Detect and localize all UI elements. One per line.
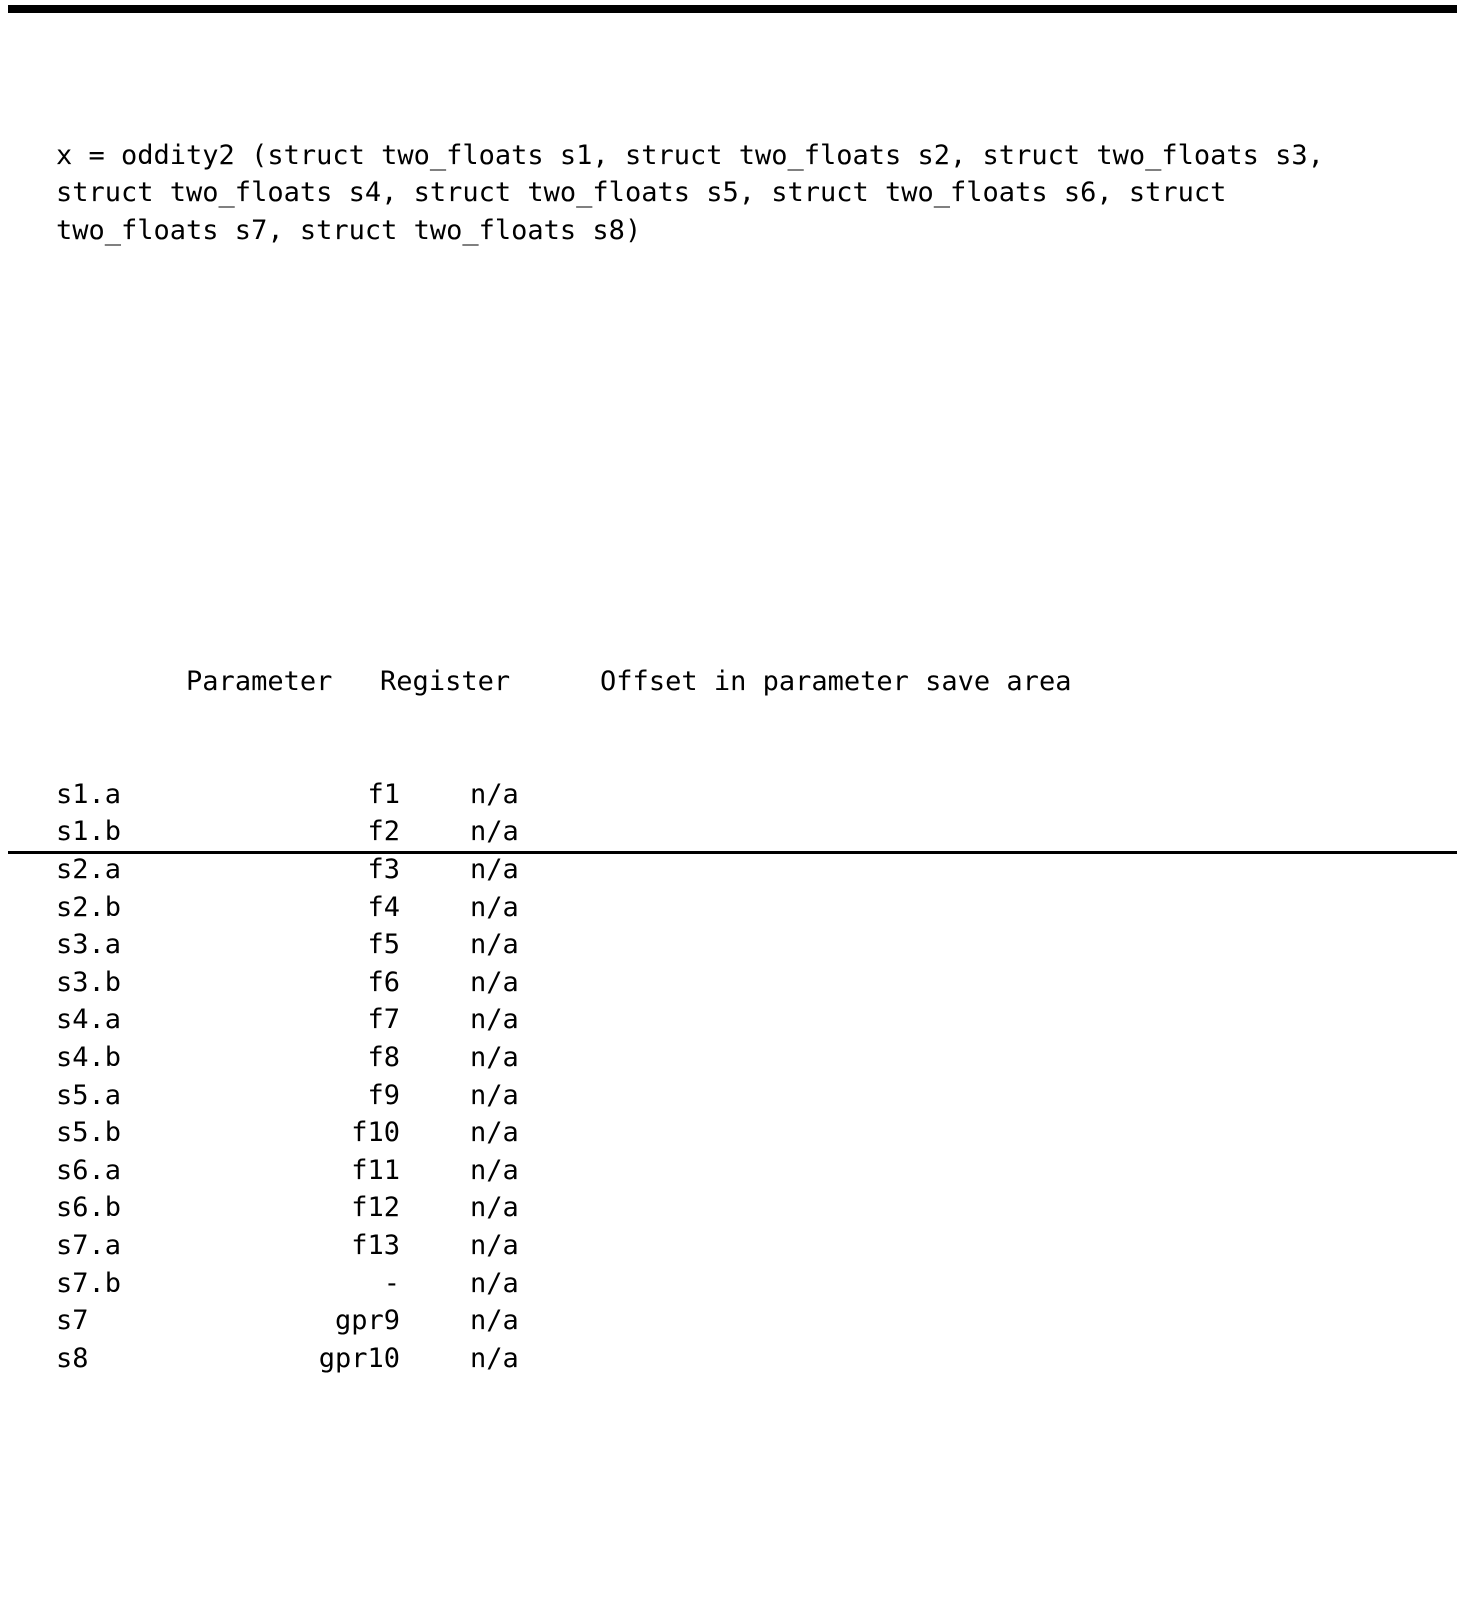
cell-register: f4: [367, 891, 400, 923]
cell-column-gap: [400, 1077, 470, 1115]
cell-parameter: s6.b: [56, 1192, 122, 1224]
cell-offset: n/a: [470, 1004, 519, 1036]
content-block: x = oddity2 (struct two_floats s1, struc…: [56, 24, 1446, 1603]
cell-parameter: s4.a: [56, 1004, 122, 1036]
cell-parameter: s3.b: [56, 966, 122, 998]
cell-parameter: s6.a: [56, 1154, 122, 1186]
table-row: s6.a f11 n/a: [56, 1152, 1446, 1190]
cell-parameter: s2.a: [56, 854, 122, 886]
cell-offset: n/a: [470, 1305, 519, 1337]
cell-column-gap: [400, 1340, 470, 1378]
cell-offset: n/a: [470, 1154, 519, 1186]
cell-column-gap: [400, 1039, 470, 1077]
cell-offset: n/a: [470, 929, 519, 961]
cell-register: f9: [367, 1079, 400, 1111]
cell-register: f1: [367, 778, 400, 810]
cell-offset: n/a: [470, 891, 519, 923]
cell-column-gap: [400, 851, 470, 889]
table-row: s7.a f13 n/a: [56, 1227, 1446, 1265]
cell-offset: n/a: [470, 1267, 519, 1299]
table-row: s8 gpr10 n/a: [56, 1340, 1446, 1378]
function-signature: x = oddity2 (struct two_floats s1, struc…: [56, 139, 1341, 246]
cell-parameter: s1.a: [56, 778, 122, 810]
table-row: s3.a f5 n/a: [56, 926, 1446, 964]
cell-register: f10: [351, 1117, 400, 1149]
column-header-offset: Offset in parameter save area: [600, 666, 1072, 698]
cell-register: -: [383, 1267, 400, 1299]
table-row: s1.a f1 n/a: [56, 776, 1446, 814]
cell-parameter: s7.b: [56, 1267, 122, 1299]
cell-parameter: s2.b: [56, 891, 122, 923]
cell-column-gap: [400, 926, 470, 964]
cell-register: f2: [367, 816, 400, 848]
document-page: x = oddity2 (struct two_floats s1, struc…: [8, 5, 1457, 1374]
cell-parameter: s7.a: [56, 1230, 122, 1261]
cell-register: gpr9: [334, 1305, 400, 1337]
table-row: s5.a f9 n/a: [56, 1077, 1446, 1115]
table-row: s3.b f6 n/a: [56, 964, 1446, 1002]
cell-register: f3: [367, 854, 400, 886]
table-row: s6.b f12 n/a: [56, 1189, 1446, 1227]
cell-offset: n/a: [470, 816, 519, 848]
table-header-row: Parameter Register Offset in parameter sav…: [56, 626, 1446, 697]
cell-register: gpr10: [318, 1342, 400, 1374]
parameter-register-table: Parameter Register Offset in parameter sav…: [56, 513, 1446, 1490]
cell-column-gap: [400, 889, 470, 927]
column-header-register: Register: [380, 666, 511, 698]
cell-column-gap: [400, 1001, 470, 1039]
cell-column-gap: [400, 1227, 470, 1265]
table-row: s7.b - n/a: [56, 1265, 1446, 1303]
table-row: s5.b f10 n/a: [56, 1114, 1446, 1152]
table-row: s2.b f4 n/a: [56, 889, 1446, 927]
spacer-line: [56, 362, 1446, 400]
cell-column-gap: [400, 1265, 470, 1303]
cell-offset: n/a: [470, 1342, 519, 1374]
cell-column-gap: [400, 1114, 470, 1152]
cell-register: f8: [367, 1042, 400, 1074]
cell-column-gap: [400, 964, 470, 1002]
cell-column-gap: [400, 1152, 470, 1190]
cell-column-gap: [400, 813, 470, 851]
cell-parameter: s1.b: [56, 816, 122, 848]
cell-offset: n/a: [470, 854, 519, 886]
cell-offset: n/a: [470, 1079, 519, 1111]
cell-parameter: s5.a: [56, 1079, 122, 1111]
cell-offset: n/a: [470, 778, 519, 810]
cell-offset: n/a: [470, 1117, 519, 1149]
cell-offset: n/a: [470, 966, 519, 998]
cell-parameter: s4.b: [56, 1042, 122, 1074]
cell-register: f11: [351, 1154, 400, 1186]
header-column-gap: [530, 663, 600, 701]
cell-register: f6: [367, 966, 400, 998]
table-row: s7 gpr9 n/a: [56, 1302, 1446, 1340]
cell-column-gap: [400, 1302, 470, 1340]
cell-column-gap: [400, 776, 470, 814]
cell-register: f12: [351, 1192, 400, 1224]
cell-register: f5: [367, 929, 400, 961]
top-rule-divider: [8, 5, 1457, 13]
cell-parameter: s8: [56, 1342, 89, 1374]
cell-column-gap: [400, 1189, 470, 1227]
column-header-parameter: Parameter: [186, 666, 333, 698]
table-row: s4.a f7 n/a: [56, 1001, 1446, 1039]
bottom-rule-divider: [8, 851, 1457, 854]
cell-parameter: s7: [56, 1305, 89, 1337]
table-row: s2.a f3 n/a: [56, 851, 1446, 889]
cell-offset: n/a: [470, 1230, 519, 1261]
cell-parameter: s5.b: [56, 1117, 122, 1149]
cell-offset: n/a: [470, 1042, 519, 1074]
cell-parameter: s3.a: [56, 929, 122, 961]
cell-offset: n/a: [470, 1192, 519, 1224]
table-row: s4.b f8 n/a: [56, 1039, 1446, 1077]
table-row: s1.b f2 n/a: [56, 813, 1446, 851]
cell-register: f13: [351, 1230, 400, 1261]
cell-register: f7: [367, 1004, 400, 1036]
